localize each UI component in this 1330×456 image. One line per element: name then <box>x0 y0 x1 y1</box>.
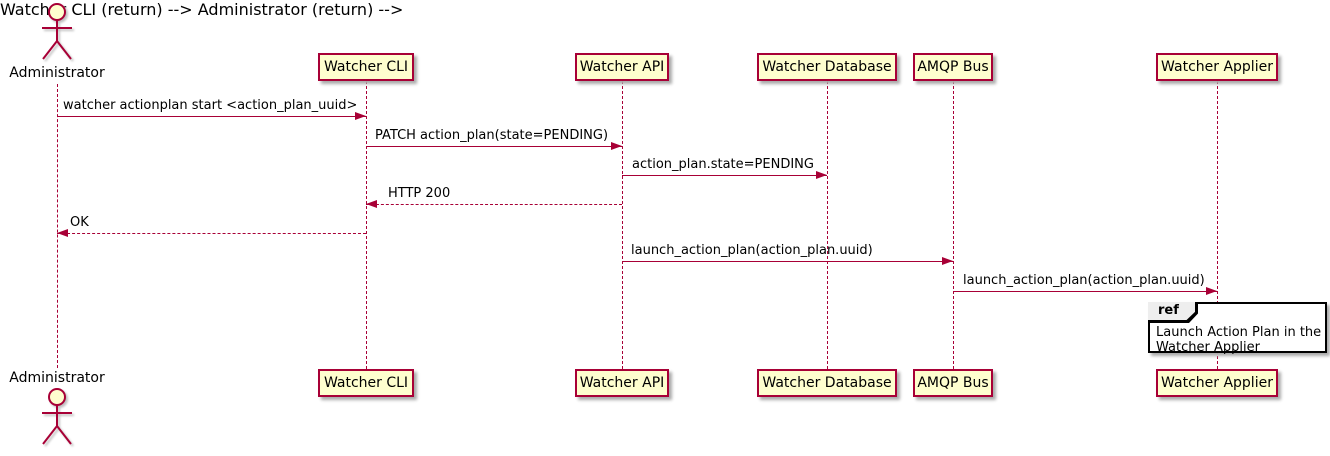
ref-text-line1: Launch Action Plan in the <box>1156 325 1322 340</box>
message-label: OK <box>70 215 89 230</box>
participant-watcher-api-top: Watcher API <box>575 53 669 81</box>
ref-keyword: ref <box>1148 302 1195 320</box>
arrowhead-icon <box>611 142 622 150</box>
ref-tag: ref <box>1148 302 1198 323</box>
lifeline-administrator <box>57 84 58 368</box>
arrowhead-icon <box>816 171 827 179</box>
actor-label-bottom: Administrator <box>9 370 105 386</box>
message-label: PATCH action_plan(state=PENDING) <box>375 128 609 143</box>
message-label: watcher actionplan start <action_plan_uu… <box>63 98 358 113</box>
message-label: action_plan.state=PENDING <box>632 157 814 172</box>
participant-watcher-api-bottom: Watcher API <box>575 369 669 397</box>
lifeline-amqp-bus <box>953 81 954 369</box>
lifeline-watcher-cli <box>366 81 367 369</box>
arrowhead-icon <box>366 200 377 208</box>
arrowhead-icon <box>57 229 68 237</box>
message-line <box>622 261 953 262</box>
arrowhead-icon <box>942 257 953 265</box>
message-line <box>366 146 622 147</box>
ref-text: Launch Action Plan in the Watcher Applie… <box>1156 325 1321 355</box>
message-line <box>57 233 366 234</box>
message-line <box>366 204 622 205</box>
message-line <box>622 175 827 176</box>
ref-text-line2: Watcher Applier <box>1156 340 1260 355</box>
arrowhead-icon <box>355 112 366 120</box>
message-line <box>953 291 1217 292</box>
message-label: launch_action_plan(action_plan.uuid) <box>631 243 873 258</box>
ref-fragment: ref Launch Action Plan in the Watcher Ap… <box>1148 302 1327 355</box>
message-label: HTTP 200 <box>388 186 451 201</box>
actor-icon <box>42 3 72 60</box>
actor-icon <box>42 388 72 445</box>
lifeline-watcher-api <box>622 81 623 369</box>
participant-watcher-cli-bottom: Watcher CLI <box>318 369 414 397</box>
participant-watcher-cli-top: Watcher CLI <box>318 53 414 81</box>
lifeline-watcher-applier <box>1217 81 1218 369</box>
participant-amqp-bus-bottom: AMQP Bus <box>913 369 993 397</box>
actor-label-top: Administrator <box>9 65 105 81</box>
participant-watcher-applier-bottom: Watcher Applier <box>1156 369 1278 397</box>
lifeline-watcher-database <box>827 81 828 369</box>
message-line <box>57 116 366 117</box>
participant-watcher-applier-top: Watcher Applier <box>1156 53 1278 81</box>
participant-watcher-database-bottom: Watcher Database <box>757 369 897 397</box>
message-label: launch_action_plan(action_plan.uuid) <box>963 273 1205 288</box>
participant-watcher-database-top: Watcher Database <box>757 53 897 81</box>
participant-amqp-bus-top: AMQP Bus <box>913 53 993 81</box>
arrowhead-icon <box>1206 287 1217 295</box>
